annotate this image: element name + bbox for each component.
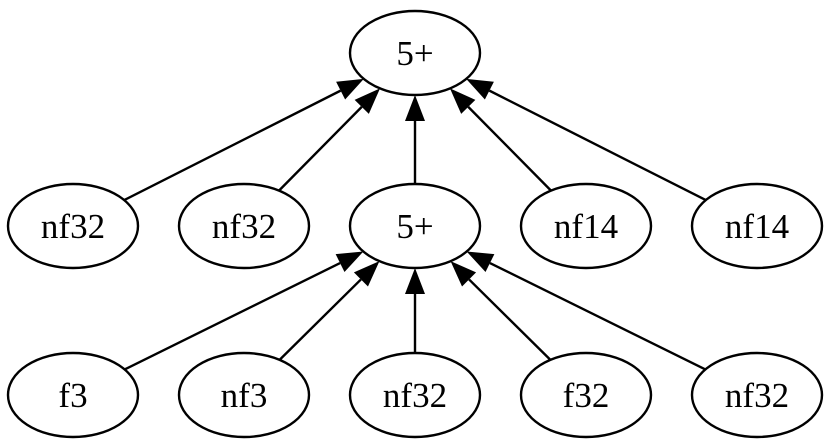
node-label: f3 [58,376,87,415]
node-label: nf32 [212,207,276,246]
node-ellipse [6,351,140,439]
node-label: nf3 [221,376,268,415]
graph-node-nf32: nf32 [348,351,482,439]
node-ellipse [177,182,311,270]
graph-node-nf32: nf32 [177,182,311,270]
graph-node-f32: f32 [519,351,653,439]
arrowhead-icon [353,261,380,287]
graph-node-nf3: nf3 [177,351,311,439]
node-ellipse [6,182,140,270]
node-ellipse [348,9,482,97]
arrowhead-icon [466,78,494,100]
graph-node-nf14: nf14 [519,182,653,270]
graph-edge [450,261,552,361]
edge-line [123,89,342,202]
node-ellipse [690,351,824,439]
node-label: nf32 [725,376,789,415]
node-label: nf14 [554,207,618,246]
node-ellipse [348,182,482,270]
graph-node-5plus: 5+ [348,182,482,270]
node-label: nf32 [41,207,105,246]
node-label: nf14 [725,207,789,246]
graph-edge [124,251,364,371]
graph-node-nf32: nf32 [690,351,824,439]
arrowhead-icon [405,268,425,294]
node-ellipse [177,351,311,439]
node-ellipse [690,182,824,270]
arrowhead-icon [450,261,477,287]
arrowhead-icon [336,78,364,100]
edge-line [468,278,552,361]
graph-edge [278,88,381,192]
edge-line [489,261,706,371]
graph-edge [123,78,364,202]
node-label: nf32 [383,376,447,415]
arrowhead-icon [466,251,495,272]
edge-line [124,261,341,371]
edge-line [488,89,707,202]
graph-node-nf32: nf32 [6,182,140,270]
arrowhead-icon [354,88,381,114]
node-label: 5+ [396,207,433,246]
edge-line [278,106,363,192]
node-label: 5+ [396,34,433,73]
graph-node-f3: f3 [6,351,140,439]
graph-edge [466,251,706,371]
graph-edge [405,95,425,184]
arrowhead-icon [405,95,425,121]
node-ellipse [519,182,653,270]
graph-edge [278,261,380,361]
arrowhead-icon [449,88,476,114]
graph-edge [405,268,425,353]
node-ellipse [519,351,653,439]
edge-line [278,278,362,361]
graph-edge [449,88,552,192]
node-ellipse [348,351,482,439]
graph-node-nf14: nf14 [690,182,824,270]
graph-edge [466,78,707,202]
node-label: f32 [563,376,610,415]
arrowhead-icon [335,251,364,272]
edge-line [467,106,552,192]
graph-node-5plus: 5+ [348,9,482,97]
